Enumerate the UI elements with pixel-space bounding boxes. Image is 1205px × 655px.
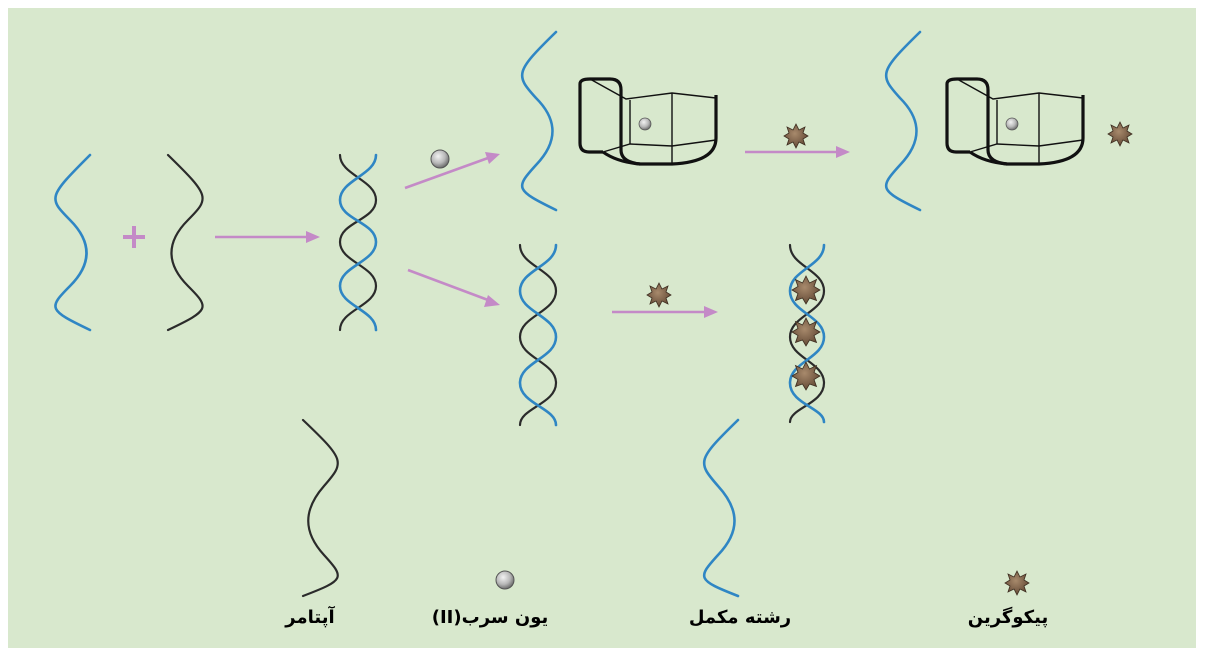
picogreen-free-icon bbox=[1107, 121, 1133, 147]
complementary-strand-left bbox=[54, 153, 92, 332]
legend-picogreen-symbol bbox=[1004, 570, 1030, 596]
legend-lead-ion-symbol bbox=[495, 570, 515, 590]
legend-label-complementary-strand: رشته مکمل bbox=[688, 607, 792, 628]
lead-ion-icon bbox=[430, 149, 450, 169]
legend-label-lead-ion: یون سرب(II) bbox=[431, 607, 549, 628]
legend-complement-symbol bbox=[702, 418, 740, 598]
duplex-lower-branch bbox=[518, 243, 558, 427]
diagram-panel bbox=[8, 8, 1196, 648]
arrow-lower-right bbox=[612, 306, 718, 318]
legend-label-picogreen: پیکوگرین bbox=[967, 607, 1049, 628]
duplex-with-picogreen bbox=[788, 243, 826, 424]
plus-sign bbox=[123, 226, 145, 248]
released-complement-strand bbox=[520, 30, 558, 212]
picogreen-lower-icon bbox=[646, 282, 672, 308]
g-quadruplex-pb-complex-final bbox=[945, 77, 1085, 166]
picogreen-icon bbox=[783, 123, 809, 149]
aptamer-strand-left bbox=[166, 153, 204, 332]
arrow-upper-right bbox=[745, 146, 850, 158]
g-quadruplex-pb-complex bbox=[578, 77, 718, 166]
released-complement-strand-final bbox=[884, 30, 922, 212]
duplex-aptamer-complement bbox=[338, 153, 378, 332]
legend-aptamer-symbol bbox=[301, 418, 339, 598]
arrow-up-branch bbox=[404, 152, 500, 190]
arrow-down-branch bbox=[407, 268, 500, 307]
legend-label-aptamer: آپتامر bbox=[285, 607, 335, 628]
arrow-to-duplex bbox=[215, 231, 320, 243]
